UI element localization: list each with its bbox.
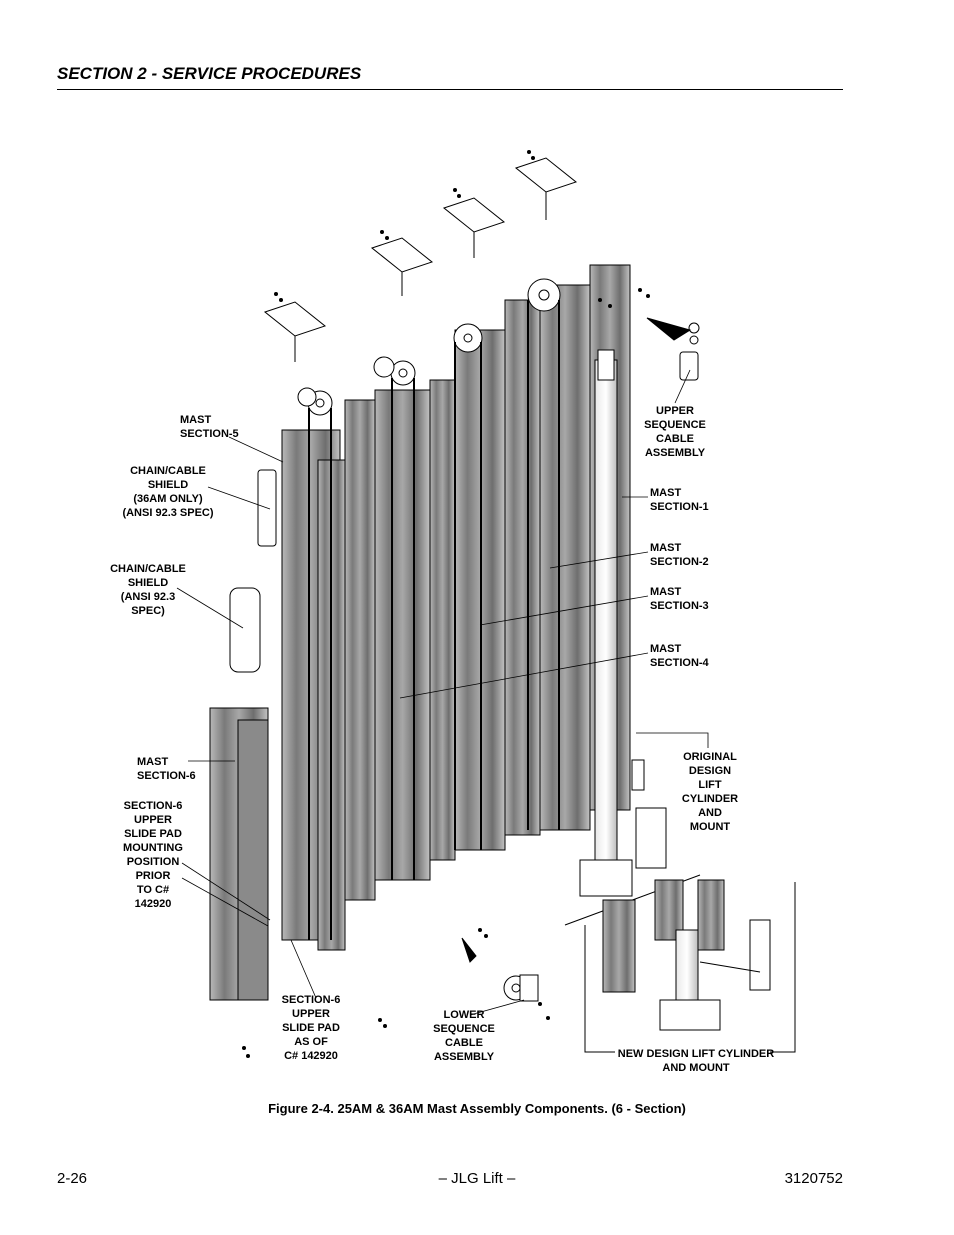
leader-lines: [176, 369, 709, 1016]
original-mount: [631, 759, 667, 869]
section-header: SECTION 2 - SERVICE PROCEDURES: [57, 64, 362, 83]
label-section6-prior: SECTION-6 UPPER SLIDE PAD MOUNTING POSIT…: [123, 800, 183, 910]
new-design-detail: [564, 874, 796, 1053]
label-chain-shield-36am: CHAIN/CABLE SHIELD (36AM ONLY) (ANSI 92.…: [122, 465, 214, 519]
label-mast-section-5: MAST SECTION-5: [180, 414, 239, 440]
mast-section-4: [374, 389, 431, 881]
hardware: [242, 150, 650, 1058]
document-number: 3120752: [784, 1170, 843, 1187]
sheaves: [297, 278, 561, 1001]
label-chain-shield: CHAIN/CABLE SHIELD (ANSI 92.3 SPEC): [110, 563, 186, 617]
label-lower-sequence-cable: LOWER SEQUENCE CABLE ASSEMBLY: [433, 1009, 495, 1063]
top-plates: [263, 157, 578, 362]
shields: [229, 469, 277, 673]
label-mast-section-4: MAST SECTION-4: [650, 643, 709, 669]
header-rule: [57, 89, 843, 90]
chains: [308, 300, 560, 940]
label-mast-section-2: MAST SECTION-2: [650, 542, 709, 568]
label-mast-section-6: MAST SECTION-6: [137, 756, 196, 782]
label-new-design-mount: NEW DESIGN LIFT CYLINDER AND MOUNT: [617, 1048, 775, 1074]
label-upper-sequence-cable: UPPER SEQUENCE CABLE ASSEMBLY: [644, 405, 706, 459]
page-number: 2-26: [57, 1170, 88, 1187]
figure-caption: Figure 2-4. 25AM & 36AM Mast Assembly Co…: [268, 1101, 686, 1116]
upper-sequence-cable: [646, 317, 700, 381]
footer-title: – JLG Lift –: [438, 1170, 516, 1187]
mast-sections: [209, 264, 631, 1001]
label-section6-as-of: SECTION-6 UPPER SLIDE PAD AS OF C# 14292…: [281, 994, 341, 1062]
lower-sequence-cable: [461, 937, 539, 1002]
label-original-design-mount: ORIGINAL DESIGN LIFT CYLINDER AND MOUNT: [681, 751, 739, 833]
label-mast-section-1: MAST SECTION-1: [650, 487, 709, 513]
mast-section-2: [539, 284, 591, 831]
lift-cylinder: [579, 349, 633, 897]
label-mast-section-3: MAST SECTION-3: [650, 586, 709, 612]
